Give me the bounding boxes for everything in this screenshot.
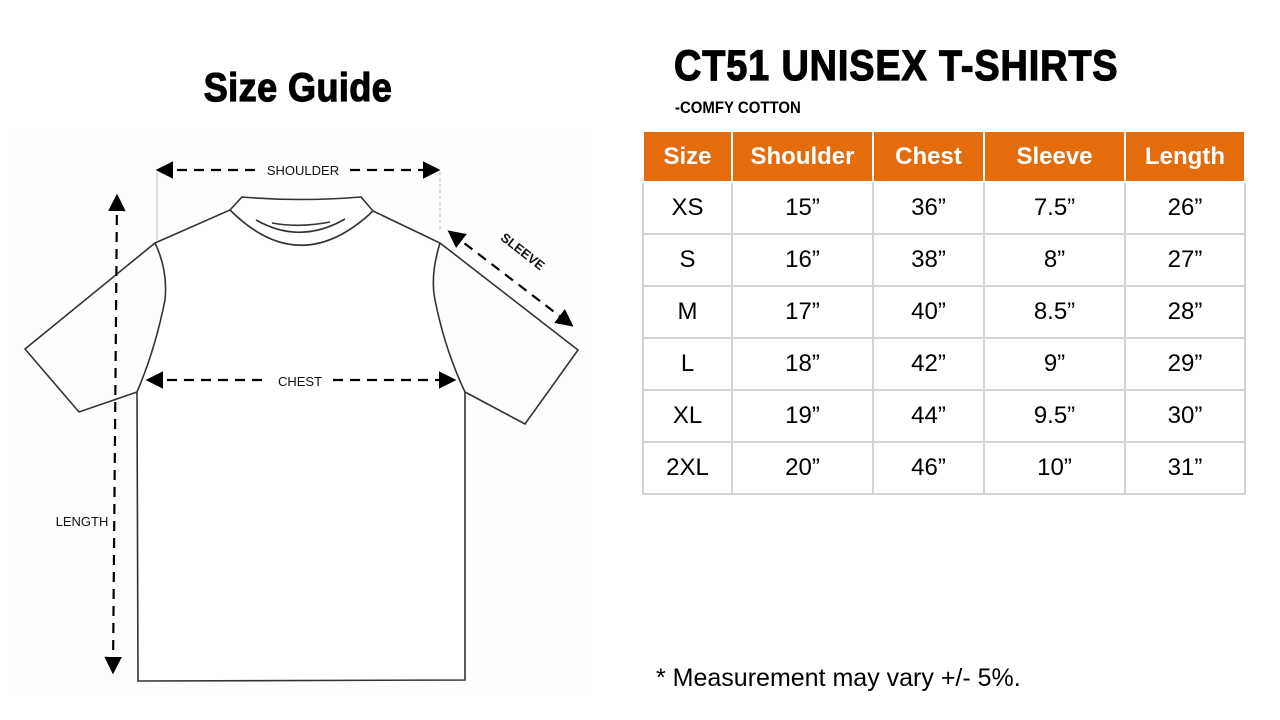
length-arrow [104,193,126,675]
cell-size: L [642,337,733,391]
size-guide-title: Size Guide [203,65,393,110]
cell-sleeve: 9.5” [983,389,1126,443]
sleeve-arrow [447,230,574,327]
cell-length: 29” [1124,337,1246,391]
cell-size: S [642,233,733,287]
product-subtitle: -COMFY COTTON [675,98,801,117]
cell-sleeve: 9” [983,337,1126,391]
cell-length: 26” [1124,181,1246,235]
cell-chest: 46” [872,441,985,495]
cell-shoulder: 20” [731,441,874,495]
cell-sleeve: 7.5” [983,181,1126,235]
cell-chest: 42” [872,337,985,391]
cell-shoulder: 19” [731,389,874,443]
cell-shoulder: 17” [731,285,874,339]
cell-shoulder: 15” [731,181,874,235]
cell-size: 2XL [642,441,733,495]
cell-chest: 36” [872,181,985,235]
shoulder-label: SHOULDER [267,163,339,178]
cell-sleeve: 8” [983,233,1126,287]
cell-chest: 38” [872,233,985,287]
cell-chest: 44” [872,389,985,443]
cell-chest: 40” [872,285,985,339]
cell-size: M [642,285,733,339]
cell-sleeve: 10” [983,441,1126,495]
header-sleeve: Sleeve [983,130,1126,183]
header-chest: Chest [872,130,985,183]
header-shoulder: Shoulder [731,130,874,183]
tshirt-outline [23,172,580,682]
tshirt-diagram: SHOULDER CHEST LENGTH SLEEVE [15,130,590,695]
cell-length: 31” [1124,441,1246,495]
header-size: Size [642,130,733,183]
cell-length: 27” [1124,233,1246,287]
cell-sleeve: 8.5” [983,285,1126,339]
measure-arrows [104,161,574,675]
length-label: LENGTH [56,514,109,529]
measurement-note: * Measurement may vary +/- 5%. [656,664,1021,692]
table-header-row: Size Shoulder Chest Sleeve Length [642,130,1246,183]
chest-label: CHEST [278,374,322,389]
product-title: CT51 UNISEX T-SHIRTS [673,41,1119,90]
cell-size: XL [642,389,733,443]
cell-length: 28” [1124,285,1246,339]
cell-size: XS [642,181,733,235]
cell-length: 30” [1124,389,1246,443]
cell-shoulder: 18” [731,337,874,391]
header-length: Length [1124,130,1246,183]
cell-shoulder: 16” [731,233,874,287]
